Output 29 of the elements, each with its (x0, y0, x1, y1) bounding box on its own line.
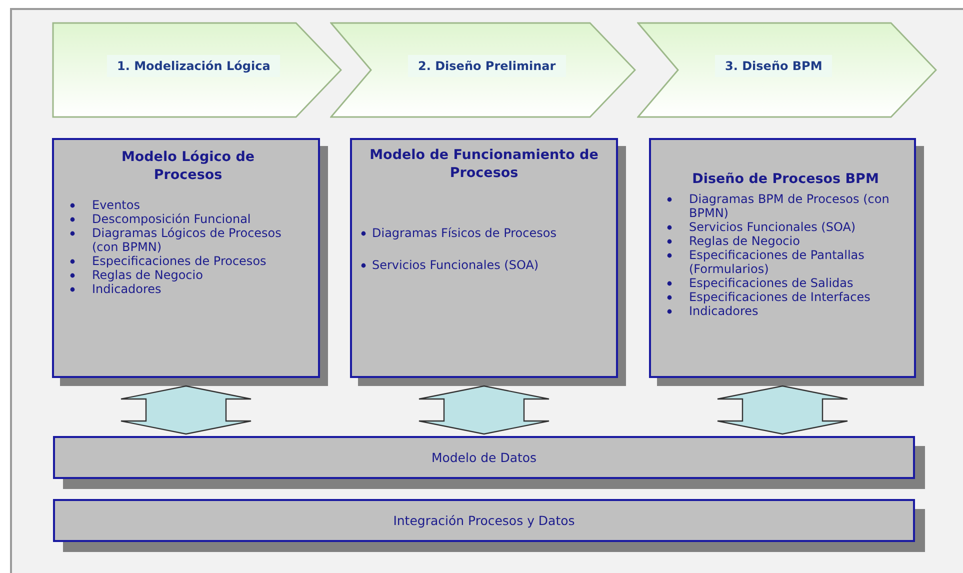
phase-title: 1. Modelización Lógica (107, 55, 280, 77)
list-item: Descomposición Funcional (68, 212, 308, 226)
double-arrow (120, 385, 252, 435)
double-arrow (418, 385, 550, 435)
phase-banner (330, 22, 636, 118)
list-item: Servicios Funcionales (SOA) (360, 258, 608, 272)
phase-banner (52, 22, 342, 118)
phase-banner (637, 22, 937, 118)
list-item: Servicios Funcionales (SOA) (665, 220, 906, 234)
layer-title: Integración Procesos y Datos (393, 513, 575, 528)
card-heading: Modelo de Funcionamiento de Procesos (368, 146, 600, 182)
list-item: Eventos (68, 198, 308, 212)
list-item: Especificaciones de Interfaces (665, 290, 906, 304)
list-item: Diagramas Físicos de Procesos (360, 226, 608, 240)
list-item: Especificaciones de Pantallas (Formularios) (665, 248, 906, 276)
double-arrow (716, 385, 848, 435)
card-heading: Diseño de Procesos BPM (691, 170, 880, 188)
list-item: Reglas de Negocio (68, 268, 308, 282)
list-item: Indicadores (68, 282, 308, 296)
list-item: Indicadores (665, 304, 906, 318)
phase-title: 2. Diseño Preliminar (408, 55, 566, 77)
layer-title: Modelo de Datos (431, 450, 537, 465)
list-item: Diagramas Lógicos de Procesos (con BPMN) (68, 226, 308, 254)
list-item: Reglas de Negocio (665, 234, 906, 248)
phase-title: 3. Diseño BPM (715, 55, 832, 77)
list-item: Especificaciones de Procesos (68, 254, 308, 268)
card-heading: Modelo Lógico de Procesos (120, 148, 256, 184)
list-item: Especificaciones de Salidas (665, 276, 906, 290)
list-item: Diagramas BPM de Procesos (con BPMN) (665, 192, 906, 220)
